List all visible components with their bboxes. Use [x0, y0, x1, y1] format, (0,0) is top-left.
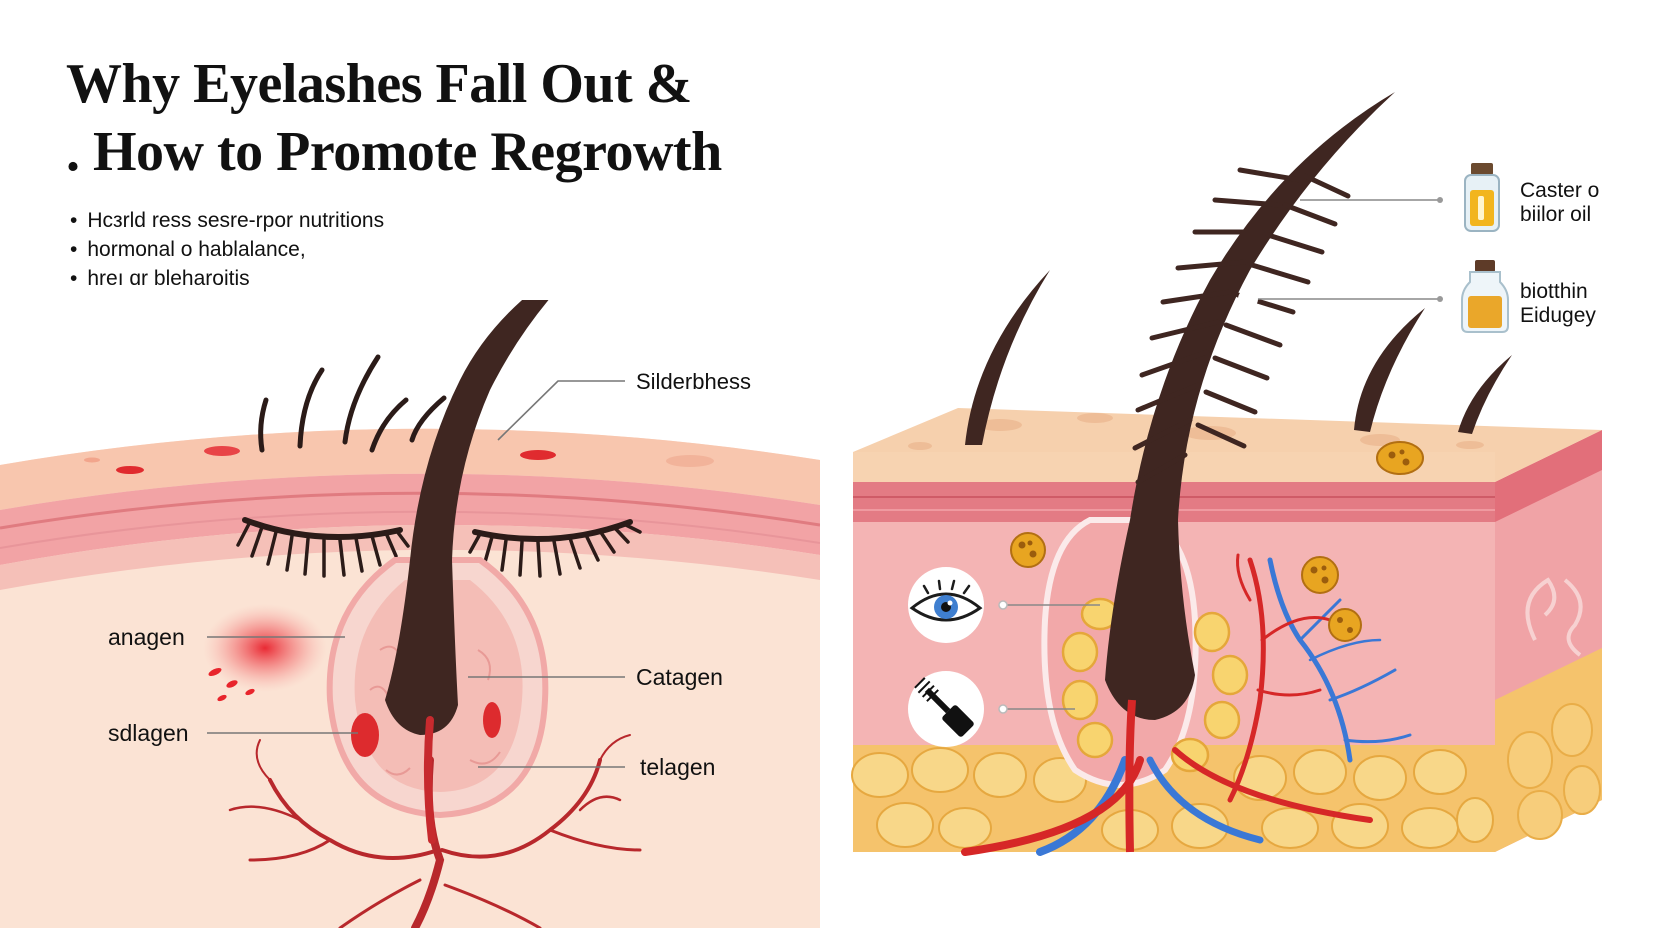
left-skin-top: [0, 428, 820, 510]
left-main-hair: [385, 300, 549, 735]
right-main-eyelash: [1105, 92, 1395, 853]
right-callout-lines: [1003, 199, 1440, 710]
title-line-2: . How to Promote Regrowth: [66, 121, 722, 183]
label-sdlagen: sdlagen: [108, 720, 189, 746]
biotin-bottle-icon: [1461, 260, 1509, 333]
label-catagen: Catagen: [636, 664, 723, 690]
fat-cells: [851, 747, 1494, 851]
left-callout-lines: [207, 380, 625, 768]
nutrient-particles: [1010, 441, 1424, 642]
castor-oil-bottle-icon: [1464, 163, 1500, 232]
page-title: Why Eyelashes Fall Out & . How to Promot…: [66, 50, 722, 186]
label-silderbhess: Silderbhess: [636, 369, 751, 394]
eye-icon: [908, 567, 984, 643]
closed-eyelashes-left: [236, 517, 410, 578]
left-cross-section: [0, 300, 820, 928]
mascara-icon: [908, 671, 984, 747]
causes-list: Hcзrld ress sesre-rpor nutritions hormon…: [70, 206, 384, 293]
left-dermis-band: [0, 524, 820, 590]
label-telagen: telagen: [640, 754, 715, 780]
label-biotin-line-1: biotthin: [1520, 280, 1588, 303]
short-eyelashes: [258, 354, 447, 453]
label-castor-line-1: Caster o: [1520, 179, 1599, 202]
right-skin-block: [851, 92, 1602, 856]
label-biotin-line-2: Eidugey: [1520, 304, 1596, 327]
label-anagen: anagen: [108, 624, 185, 650]
cause-item-2: hormonal o hablalance,: [70, 235, 384, 264]
cause-item-3: hreı ɑr bleharoitis: [70, 264, 384, 293]
left-epidermis-band: [0, 473, 820, 565]
cause-item-1: Hcзrld ress sesre-rpor nutritions: [70, 206, 384, 235]
hair-marker-dot: [1238, 289, 1258, 309]
title-line-1: Why Eyelashes Fall Out &: [66, 53, 692, 115]
sebaceous-cells: [1061, 597, 1249, 773]
right-short-hairs: [965, 270, 1512, 445]
closed-eyelashes-right: [468, 519, 642, 578]
inflammation-spot: [203, 604, 327, 692]
label-castor-line-2: biilor oil: [1520, 203, 1591, 226]
